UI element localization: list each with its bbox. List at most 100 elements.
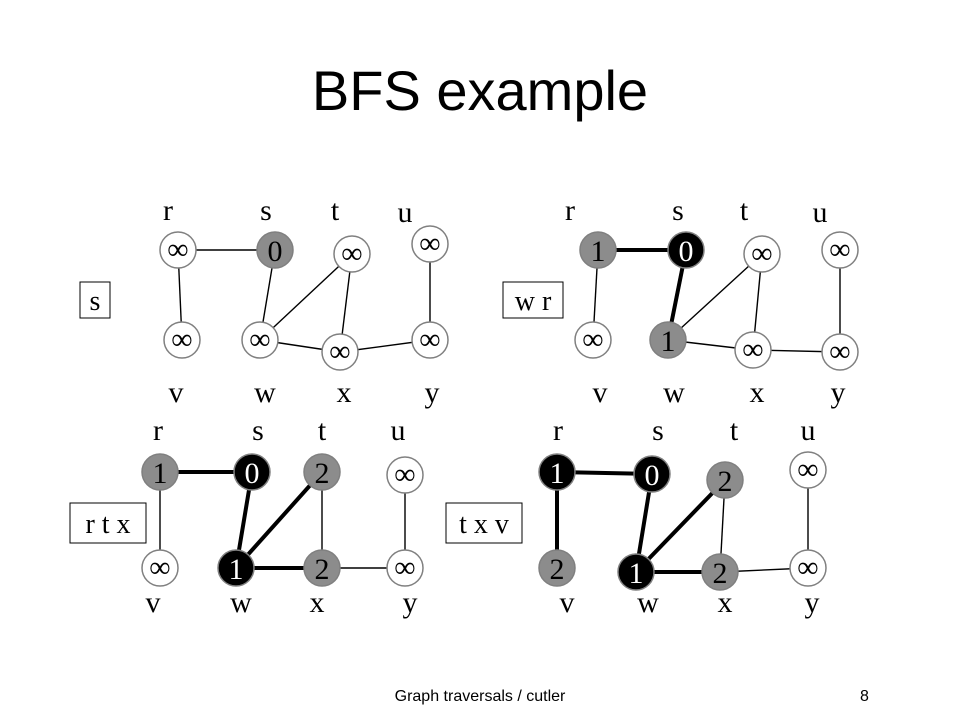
node-u: [821, 231, 859, 269]
vertex-label-t: t: [318, 414, 327, 447]
node-v: [574, 321, 612, 359]
node-t: [303, 453, 341, 491]
vertex-label-v: v: [560, 586, 575, 619]
vertex-label-t: t: [730, 414, 739, 447]
vertex-label-v: v: [593, 376, 608, 409]
node-w-distance: 1: [629, 557, 644, 590]
queue-contents: w r: [515, 286, 552, 317]
node-u-distance: ∞: [829, 233, 850, 266]
node-x-distance: 2: [315, 553, 330, 586]
vertex-label-v: v: [169, 376, 184, 409]
node-u: [411, 225, 449, 263]
slide-title: BFS example: [311, 59, 649, 122]
edge-w-t: [259, 253, 353, 341]
node-t-distance: 2: [315, 457, 330, 490]
vertex-label-v: v: [146, 586, 161, 619]
queue-contents: s: [90, 286, 101, 317]
vertex-label-r: r: [553, 414, 563, 447]
vertex-label-w: w: [254, 376, 276, 409]
node-v: [538, 549, 576, 587]
tree-edge-w-t: [634, 478, 727, 574]
vertex-label-w: w: [230, 586, 252, 619]
node-w: [649, 321, 687, 359]
vertex-label-u: u: [398, 196, 413, 229]
node-v: [163, 321, 201, 359]
node-t: [706, 461, 744, 499]
tree-edge-w-t: [234, 470, 324, 570]
node-s: [256, 231, 294, 269]
node-r: [141, 453, 179, 491]
vertex-label-x: x: [718, 586, 733, 619]
node-y: [789, 549, 827, 587]
node-u: [386, 456, 424, 494]
vertex-label-s: s: [252, 414, 264, 447]
node-w: [241, 321, 279, 359]
node-r: [579, 231, 617, 269]
vertex-label-y: y: [805, 586, 820, 619]
node-x: [321, 333, 359, 371]
vertex-label-x: x: [310, 586, 325, 619]
queue-box: [69, 502, 147, 544]
node-u-distance: ∞: [419, 227, 440, 260]
vertex-label-w: w: [637, 586, 659, 619]
vertex-label-s: s: [652, 414, 664, 447]
vertex-label-y: y: [403, 586, 418, 619]
node-w-distance: ∞: [249, 323, 270, 356]
node-s-distance: 0: [645, 459, 660, 492]
node-x-distance: ∞: [742, 333, 763, 366]
node-v: [141, 549, 179, 587]
queue-box: [79, 281, 111, 319]
node-y-distance: ∞: [829, 335, 850, 368]
node-u: [789, 451, 827, 489]
node-v-distance: ∞: [171, 323, 192, 356]
vertex-label-y: y: [831, 376, 846, 409]
queue-box: [502, 281, 564, 319]
node-s: [667, 231, 705, 269]
vertex-label-u: u: [801, 414, 816, 447]
node-w-distance: 1: [229, 553, 244, 586]
vertex-label-x: x: [750, 376, 765, 409]
slide-footer: Graph traversals / cutler: [394, 688, 566, 705]
node-r: [538, 453, 576, 491]
node-x-distance: ∞: [329, 335, 350, 368]
node-r-distance: 1: [550, 457, 565, 490]
vertex-label-x: x: [337, 376, 352, 409]
queue-contents: t x v: [459, 509, 509, 540]
node-v-distance: 2: [550, 553, 565, 586]
node-s-distance: 0: [245, 457, 260, 490]
vertex-label-t: t: [740, 194, 749, 227]
node-y-distance: ∞: [797, 551, 818, 584]
queue-contents: r t x: [85, 509, 130, 540]
node-w: [217, 549, 255, 587]
node-w-distance: 1: [661, 325, 676, 358]
node-t: [743, 235, 781, 273]
vertex-label-t: t: [331, 194, 340, 227]
node-u-distance: ∞: [394, 458, 415, 491]
node-y-distance: ∞: [419, 323, 440, 356]
vertex-label-r: r: [153, 414, 163, 447]
node-s-distance: 0: [679, 235, 694, 268]
vertex-label-u: u: [813, 196, 828, 229]
node-y: [411, 321, 449, 359]
node-y-distance: ∞: [394, 551, 415, 584]
edge-w-t: [667, 253, 763, 341]
vertex-label-r: r: [565, 194, 575, 227]
node-s: [633, 455, 671, 493]
vertex-label-y: y: [425, 376, 440, 409]
node-w: [617, 553, 655, 591]
node-x: [734, 331, 772, 369]
node-r-distance: 1: [591, 235, 606, 268]
node-t-distance: ∞: [751, 237, 772, 270]
node-s-distance: 0: [268, 235, 283, 268]
node-y: [386, 549, 424, 587]
node-x: [701, 553, 739, 591]
node-r: [159, 231, 197, 269]
node-s: [233, 453, 271, 491]
vertex-label-s: s: [260, 194, 272, 227]
node-r-distance: 1: [153, 457, 168, 490]
node-v-distance: ∞: [582, 323, 603, 356]
